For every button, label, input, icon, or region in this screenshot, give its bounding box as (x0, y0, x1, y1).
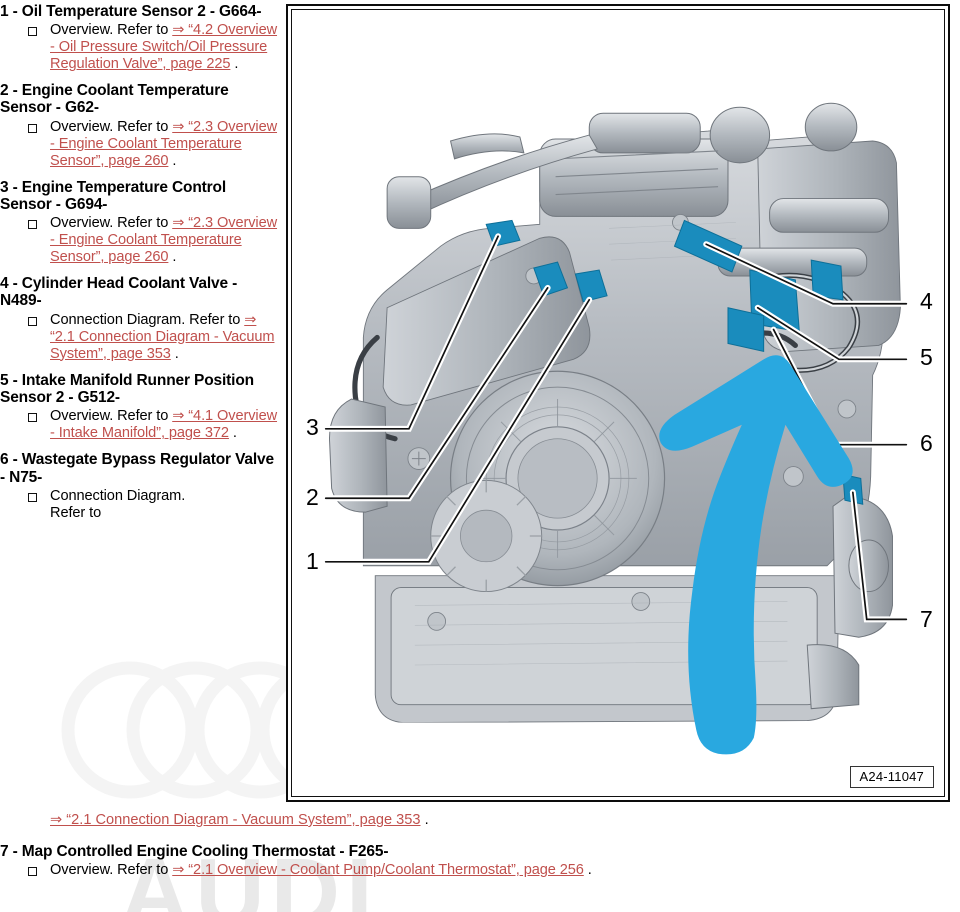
legend-bullet-1: Overview. Refer to ⇒ “4.2 Overview - Oil… (0, 22, 278, 73)
legend-entry-6: 6 - Wastegate Bypass Regula­tor Valve - … (0, 451, 278, 522)
callout-7: 7 (920, 606, 933, 632)
sentence-terminator-2: . (172, 152, 177, 169)
cross-reference-link-4[interactable]: ⇒ “2.1 Connection Dia­gram - Vacuum Sys­… (50, 311, 275, 362)
checkbox-icon (28, 123, 37, 133)
checkbox-icon (28, 220, 37, 230)
legend-bullet-text-2: Overview. Refer to ⇒ “2.3 Overview - Eng… (50, 119, 278, 170)
callout-4: 4 (920, 288, 933, 314)
legend-bullet-7: Overview. Refer to ⇒ “2.1 Overview - Coo… (0, 862, 956, 879)
legend-bullet-5: Overview. Refer to ⇒ “4.1 Overview - Int… (0, 408, 278, 442)
sentence-terminator-4: . (174, 345, 179, 362)
checkbox-icon (28, 492, 37, 502)
bullet-prefix-7: Overview. Refer to (50, 862, 169, 879)
legend-bullet-6: Connection Diagram. Refer to (0, 488, 278, 522)
engine-figure-inner: 3 2 1 4 5 6 7 A24-11047 (291, 9, 945, 797)
bullet-prefix-1: Overview. Refer to (50, 22, 169, 39)
sentence-terminator-6: . (424, 812, 429, 828)
legend-entry-2: 2 - Engine Coolant Tempera­ture Sensor -… (0, 82, 278, 169)
legend-title-7: 7 - Map Controlled Engine Cooling Thermo… (0, 843, 389, 860)
legend-link-row-6: ⇒ “2.1 Connection Diagram - Vacuum Syste… (50, 812, 950, 829)
sentence-terminator-3: . (172, 249, 177, 266)
figure-code-label: A24-11047 (849, 766, 934, 788)
cross-reference-link-1[interactable]: ⇒ “4.2 Overview - Oil Pressure Switch/Oi… (50, 22, 278, 73)
callout-6: 6 (920, 430, 933, 456)
sentence-terminator-1: . (234, 56, 239, 73)
legend-entry-7: 7 - Map Controlled Engine Cooling Thermo… (0, 843, 956, 879)
callout-1: 1 (306, 548, 319, 574)
legend-title-4: 4 - Cylinder Head Coolant Valve - N489- (0, 275, 238, 310)
legend-title-5: 5 - Intake Manifold Runner Po­sition Sen… (0, 371, 254, 406)
checkbox-icon (28, 316, 37, 326)
engine-figure-frame: 3 2 1 4 5 6 7 A24-11047 (286, 4, 950, 802)
cross-reference-link-7[interactable]: ⇒ “2.1 Overview - Coolant Pump/Coolant T… (172, 862, 584, 879)
callout-leader-lines (322, 233, 910, 623)
legend-bullet-3: Overview. Refer to ⇒ “2.3 Overview - Eng… (0, 215, 278, 266)
legend-bullet-text-7: Overview. Refer to ⇒ “2.1 Overview - Coo… (50, 862, 956, 879)
checkbox-icon (28, 27, 37, 37)
bullet-prefix-2: Overview. Refer to (50, 118, 169, 135)
checkbox-icon (28, 413, 37, 423)
legend-bullet-text-5: Overview. Refer to ⇒ “4.1 Overview - Int… (50, 408, 278, 442)
bullet-prefix-4: Connection Diagram. Refer to (50, 311, 241, 328)
callout-2: 2 (306, 484, 319, 510)
legend-title-2: 2 - Engine Coolant Tempera­ture Sensor -… (0, 82, 229, 117)
cross-reference-link-2[interactable]: ⇒ “2.3 Overview - Engine Coolant Tempera… (50, 118, 278, 169)
legend-title-3: 3 - Engine Temperature Con­trol Sensor -… (0, 178, 227, 213)
sentence-terminator-5: . (232, 425, 237, 442)
legend-bullet-text-1: Overview. Refer to ⇒ “4.2 Overview - Oil… (50, 22, 278, 73)
legend-bullet-text-6: Connection Diagram. Refer to (50, 488, 200, 522)
cross-reference-link-3[interactable]: ⇒ “2.3 Overview - Engine Coolant Tempera… (50, 215, 278, 266)
sentence-terminator-7: . (587, 862, 592, 879)
legend-entry-1: 1 - Oil Temperature Sensor 2 - G664- Ove… (0, 3, 278, 73)
cross-reference-link-6[interactable]: ⇒ “2.1 Connection Diagram - Vacuum Syste… (50, 812, 421, 828)
bullet-prefix-3: Overview. Refer to (50, 215, 169, 232)
legend-bullet-2: Overview. Refer to ⇒ “2.3 Overview - Eng… (0, 119, 278, 170)
bullet-prefix-6: Connection Diagram. Refer to (50, 487, 186, 521)
callout-3: 3 (306, 414, 319, 440)
legend-title-6: 6 - Wastegate Bypass Regula­tor Valve - … (0, 451, 274, 486)
callout-5: 5 (920, 344, 933, 370)
legend-bullet-text-3: Overview. Refer to ⇒ “2.3 Overview - Eng… (50, 215, 278, 266)
cross-reference-link-5[interactable]: ⇒ “4.1 Overview - Intake Manifold”, page… (50, 408, 278, 442)
legend-column: 1 - Oil Temperature Sensor 2 - G664- Ove… (0, 0, 278, 524)
legend-title-1: 1 - Oil Temperature Sensor 2 - G664- (0, 3, 262, 20)
legend-bullet-text-4: Connection Diagram. Refer to ⇒ “2.1 Conn… (50, 312, 278, 363)
legend-entry-3: 3 - Engine Temperature Con­trol Sensor -… (0, 179, 278, 266)
legend-entry-4: 4 - Cylinder Head Coolant Valve - N489- … (0, 275, 278, 362)
checkbox-icon (28, 867, 37, 877)
legend-bullet-4: Connection Diagram. Refer to ⇒ “2.1 Conn… (0, 312, 278, 363)
legend-entry-5: 5 - Intake Manifold Runner Po­sition Sen… (0, 372, 278, 443)
bullet-prefix-5: Overview. Refer to (50, 408, 169, 425)
